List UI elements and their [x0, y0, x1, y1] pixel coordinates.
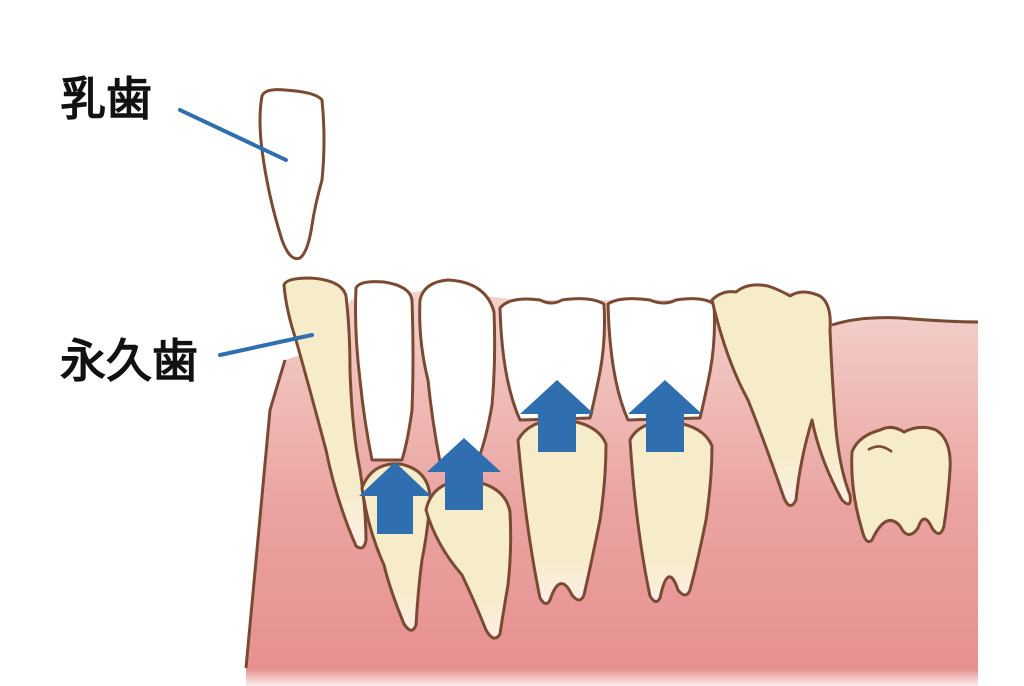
- permanent-tooth-bud-molar: [852, 427, 951, 541]
- primary-tooth: [260, 90, 324, 259]
- primary-tooth-label: 乳歯: [60, 76, 152, 122]
- permanent-tooth-label: 永久歯: [60, 338, 198, 384]
